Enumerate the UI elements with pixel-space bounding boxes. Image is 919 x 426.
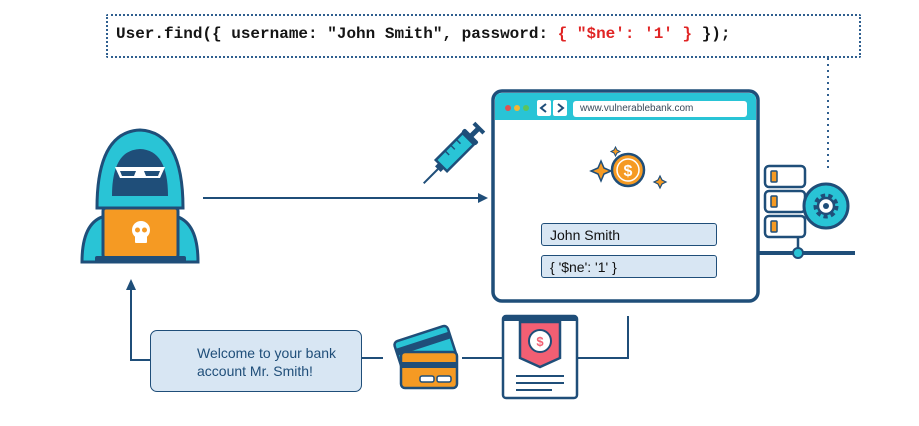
gear-icon	[802, 182, 850, 230]
welcome-message-line2: account Mr. Smith!	[197, 363, 313, 379]
code-query-box	[106, 14, 861, 58]
code-suffix: });	[692, 25, 731, 43]
skull-icon	[132, 221, 150, 243]
return-path	[126, 279, 629, 361]
svg-text:$: $	[536, 334, 544, 349]
bank-document-icon: $	[501, 314, 579, 400]
credit-card-icon	[393, 324, 459, 390]
username-field[interactable]: John Smith	[541, 223, 717, 246]
code-query: User.find({ username: "John Smith", pass…	[116, 25, 731, 43]
attack-arrow	[203, 193, 488, 203]
server-icon	[758, 164, 855, 259]
forward-button	[553, 100, 567, 116]
password-field[interactable]: { '$ne': '1' }	[541, 255, 717, 278]
syringe-icon	[423, 121, 486, 184]
welcome-message-line1: Welcome to your bank	[197, 345, 337, 361]
address-bar[interactable]: www.vulnerablebank.com	[573, 101, 747, 117]
welcome-message: Welcome to your bank account Mr. Smith!	[197, 344, 336, 380]
window-maximize-dot	[523, 105, 529, 111]
svg-text:$: $	[624, 163, 633, 180]
code-prefix: User.find({ username: "John Smith", pass…	[116, 25, 558, 43]
welcome-message-box	[150, 330, 362, 392]
sparkle-icon	[589, 145, 668, 190]
window-minimize-dot	[514, 105, 520, 111]
back-button	[537, 100, 551, 116]
dollar-coin-icon: $	[610, 152, 646, 188]
window-close-dot	[505, 105, 511, 111]
code-injection: { "$ne': '1' }	[557, 25, 693, 43]
